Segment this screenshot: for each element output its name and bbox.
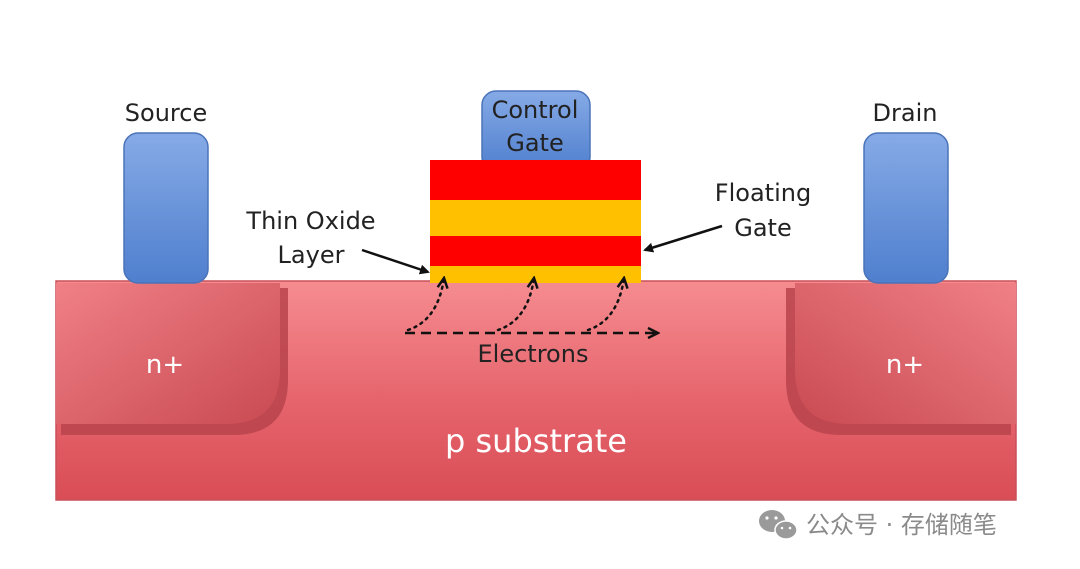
n-plus-right-label: n+ xyxy=(886,350,924,380)
tunneling-path-3 xyxy=(586,278,624,332)
thin-oxide-layer xyxy=(430,266,641,283)
electron-flow xyxy=(405,278,658,333)
watermark-text: 公众号 · 存储随笔 xyxy=(806,511,997,539)
control-gate-label-line1: Control xyxy=(492,96,579,124)
wechat-icon xyxy=(759,510,798,540)
thin-oxide-pointer-arrow xyxy=(361,248,430,275)
watermark: 公众号 · 存储随笔 xyxy=(759,510,997,540)
n-plus-left-region xyxy=(56,283,288,435)
control-gate-label-line2: Gate xyxy=(506,129,563,157)
floating-gate-layer xyxy=(430,236,641,266)
floating-gate-label-line2: Gate xyxy=(734,214,791,242)
drain-label: Drain xyxy=(873,99,938,127)
n-plus-right-region xyxy=(786,283,1016,435)
tunneling-path-1 xyxy=(406,278,444,332)
gate-stack xyxy=(430,160,641,283)
electrons-label: Electrons xyxy=(478,340,589,368)
drain-electrode xyxy=(863,132,949,284)
gate-layer-yellow-mid xyxy=(430,200,641,236)
substrate-label: p substrate xyxy=(445,422,627,460)
floating-gate-label-line1: Floating xyxy=(715,179,811,207)
tunneling-path-2 xyxy=(496,278,534,332)
gate-layer-red-top xyxy=(430,160,641,200)
floating-gate-pointer-arrow xyxy=(643,224,723,253)
thin-oxide-label-line1: Thin Oxide xyxy=(245,207,375,235)
thin-oxide-label-line2: Layer xyxy=(278,241,345,269)
source-label: Source xyxy=(125,99,207,127)
source-electrode xyxy=(123,132,209,284)
n-plus-left-label: n+ xyxy=(146,350,184,380)
